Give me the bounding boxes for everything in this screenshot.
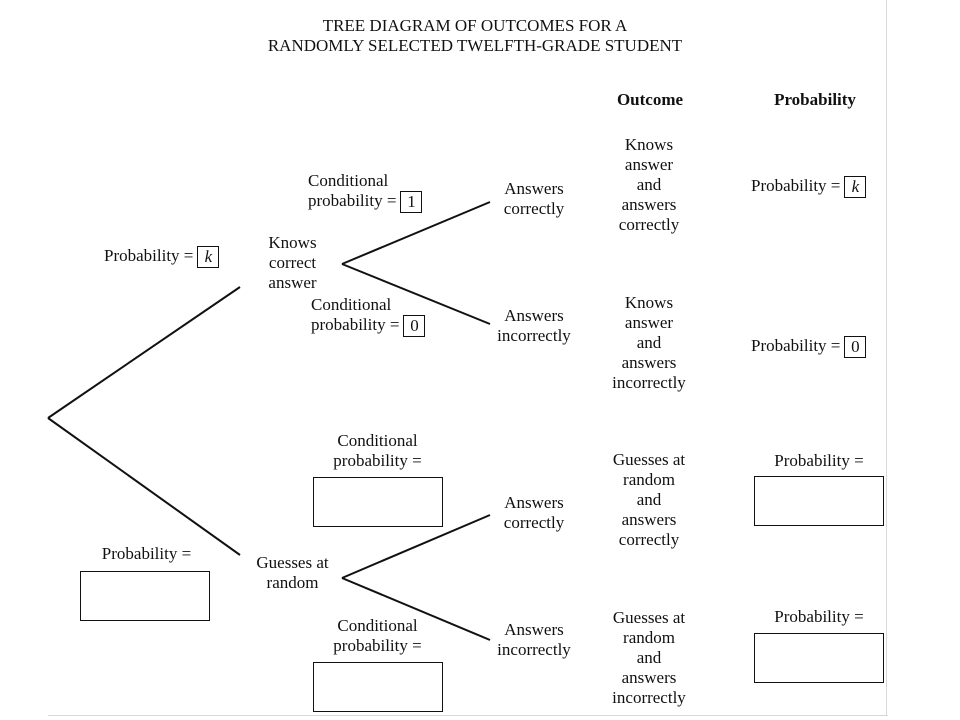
outcome-line: and	[636, 648, 662, 667]
outcome-line: answer	[624, 313, 674, 332]
knows-incorrect-conditional: Conditional probability =0	[311, 295, 426, 338]
outcome-4-probability-label: Probability =	[774, 607, 864, 626]
branch-root-to-guesses	[47, 417, 241, 556]
branch-knows-to-correct	[341, 201, 491, 265]
outcome-1: Knows answer and answers correctly	[596, 135, 702, 235]
cond-line-2: probability =0	[311, 315, 426, 338]
outcome-line: correctly	[618, 215, 680, 234]
outcome-2-probability: Probability =0	[751, 336, 867, 359]
cond-label: probability =	[308, 191, 397, 210]
cond-label: probability =	[311, 315, 400, 334]
probability-header: Probability	[774, 90, 856, 109]
guess-correct-conditional-answer-box[interactable]	[313, 477, 443, 527]
knows-line-3: answer	[268, 273, 317, 292]
probability-label: Probability =	[751, 176, 841, 195]
node-line-2: correctly	[503, 513, 565, 532]
guess-incorrect-conditional: Conditional probability =	[310, 616, 445, 656]
outcome-line: correctly	[618, 530, 680, 549]
outcome-3-probability-answer-box[interactable]	[754, 476, 884, 526]
guesses-at-random-node: Guesses at random	[245, 553, 340, 593]
outcome-3: Guesses at random and answers correctly	[596, 450, 702, 550]
outcome-line: answers	[621, 195, 677, 214]
knows-answers-correctly-node: Answers correctly	[490, 179, 578, 219]
outcome-line: answers	[621, 668, 677, 687]
outcome-line: incorrectly	[612, 373, 686, 392]
outcome-line: random	[623, 470, 675, 489]
knows-line-2: correct	[268, 253, 317, 272]
knows-correct-conditional: Conditional probability =1	[308, 171, 423, 214]
node-line-2: correctly	[503, 199, 565, 218]
node-line-1: Answers	[504, 620, 564, 639]
guess-answers-incorrectly-node: Answers incorrectly	[488, 620, 580, 660]
guess-answers-correctly-node: Answers correctly	[490, 493, 578, 533]
node-line-1: Answers	[504, 306, 564, 325]
knows-probability: Probability =k	[104, 246, 220, 269]
outcome-1-probability-value: k	[844, 176, 867, 199]
diagram-title: TREE DIAGRAM OF OUTCOMES FOR A RANDOMLY …	[200, 16, 750, 56]
node-line-1: Answers	[504, 493, 564, 512]
knows-correct-conditional-value: 1	[400, 191, 423, 214]
knows-incorrect-conditional-value: 0	[403, 315, 426, 338]
guesses-probability-label: Probability =	[101, 544, 192, 563]
knows-probability-value: k	[197, 246, 220, 269]
cond-line-1: Conditional	[308, 171, 389, 190]
page-bottom-edge	[48, 715, 888, 716]
outcome-4: Guesses at random and answers incorrectl…	[596, 608, 702, 708]
title-line-1: TREE DIAGRAM OF OUTCOMES FOR A	[322, 16, 628, 35]
cond-line-1: Conditional	[311, 295, 392, 314]
outcome-line: Guesses at	[612, 608, 686, 627]
outcome-2-probability-value: 0	[844, 336, 867, 359]
outcome-line: answers	[621, 353, 677, 372]
guesses-probability-answer-box[interactable]	[80, 571, 210, 621]
cond-line-2: probability =	[333, 636, 422, 655]
title-line-2: RANDOMLY SELECTED TWELFTH-GRADE STUDENT	[267, 36, 683, 55]
knows-probability-label: Probability =	[104, 246, 194, 265]
branch-guesses-to-incorrect	[341, 577, 491, 641]
knows-correct-answer-node: Knows correct answer	[250, 233, 335, 293]
guesses-line-1: Guesses at	[256, 553, 329, 572]
node-line-2: incorrectly	[497, 326, 571, 345]
guess-correct-conditional: Conditional probability =	[310, 431, 445, 471]
page-right-edge	[886, 0, 887, 716]
outcome-line: and	[636, 175, 662, 194]
outcome-1-probability: Probability =k	[751, 176, 867, 199]
knows-line-1: Knows	[268, 233, 317, 252]
node-line-1: Answers	[504, 179, 564, 198]
outcome-line: incorrectly	[612, 688, 686, 707]
cond-line-1: Conditional	[337, 616, 418, 635]
outcome-line: and	[636, 333, 662, 352]
outcome-line: random	[623, 628, 675, 647]
outcome-line: and	[636, 490, 662, 509]
cond-line-1: Conditional	[337, 431, 418, 450]
branch-root-to-knows	[47, 286, 241, 419]
outcome-line: Knows	[624, 135, 674, 154]
outcome-header: Outcome	[616, 90, 684, 109]
knows-answers-incorrectly-node: Answers incorrectly	[488, 306, 580, 346]
node-line-2: incorrectly	[497, 640, 571, 659]
guess-incorrect-conditional-answer-box[interactable]	[313, 662, 443, 712]
outcome-2: Knows answer and answers incorrectly	[596, 293, 702, 393]
outcome-4-probability-answer-box[interactable]	[754, 633, 884, 683]
outcome-line: answers	[621, 510, 677, 529]
cond-line-2: probability =1	[308, 191, 423, 214]
branch-knows-to-incorrect	[341, 263, 491, 325]
outcome-3-probability-label: Probability =	[774, 451, 864, 470]
outcome-line: answer	[624, 155, 674, 174]
probability-label: Probability =	[751, 336, 841, 355]
guesses-line-2: random	[266, 573, 319, 592]
branch-guesses-to-correct	[341, 514, 491, 579]
cond-line-2: probability =	[333, 451, 422, 470]
outcome-line: Knows	[624, 293, 674, 312]
outcome-line: Guesses at	[612, 450, 686, 469]
